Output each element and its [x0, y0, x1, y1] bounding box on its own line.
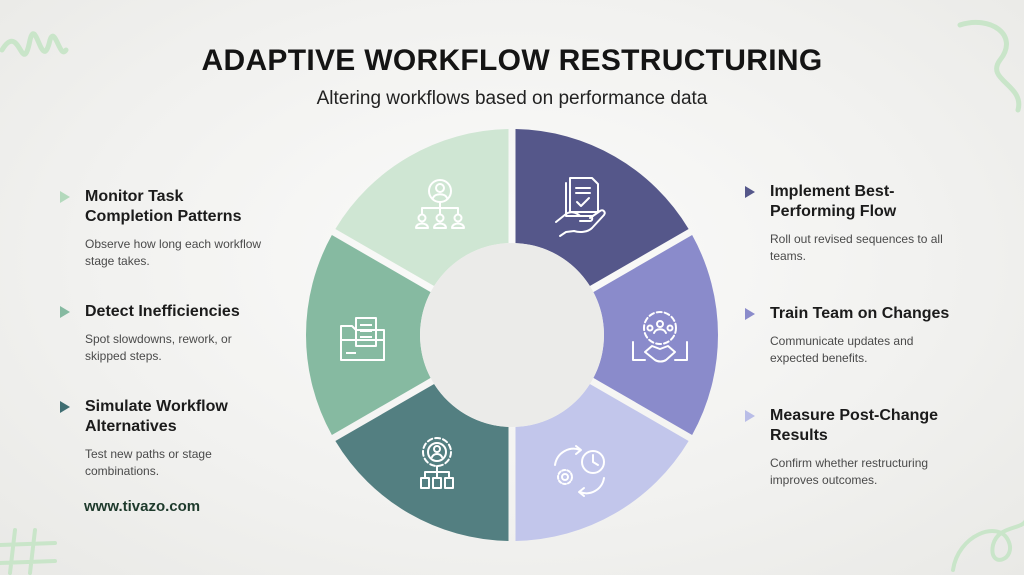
team-handshake-icon	[632, 311, 688, 363]
step-description: Roll out revised sequences to all teams.	[770, 232, 943, 263]
step-implement-best-flow: Implement Best-Performing Flow Roll out …	[745, 182, 960, 265]
step-description: Observe how long each workflow stage tak…	[85, 237, 262, 268]
step-arrow-icon	[60, 306, 70, 318]
step-description: Communicate updates and expected benefit…	[770, 334, 914, 365]
step-description: Confirm whether restructuring improves o…	[770, 456, 929, 487]
decor-hash-bottom-left	[0, 528, 57, 575]
wheel-segment-train	[593, 235, 719, 435]
step-arrow-icon	[60, 401, 70, 413]
org-chart-icon	[415, 179, 465, 229]
step-title: Detect Inefficiencies	[85, 303, 240, 320]
step-title: Measure Post-Change Results	[770, 407, 939, 444]
step-description: Spot slowdowns, rework, or skipped steps…	[85, 332, 232, 363]
step-arrow-icon	[745, 308, 755, 320]
step-title: Implement Best-Performing Flow	[770, 183, 897, 220]
step-arrow-icon	[745, 186, 755, 198]
step-measure-results: Measure Post-Change Results Confirm whet…	[745, 406, 960, 489]
wheel-segment-simulate	[335, 383, 509, 541]
step-arrow-icon	[745, 410, 755, 422]
decor-squiggle-top-right	[957, 19, 1022, 113]
decor-squiggle-top-left	[0, 31, 69, 57]
wheel-segment-detect	[306, 235, 431, 435]
step-title: Monitor Task Completion Patterns	[85, 188, 242, 225]
step-detect-inefficiencies: Detect Inefficiencies Spot slowdowns, re…	[60, 302, 275, 365]
cycle-clock-icon	[554, 445, 605, 497]
step-simulate-alternatives: Simulate Workflow Alternatives Test new …	[60, 397, 275, 480]
step-title: Simulate Workflow Alternatives	[85, 398, 228, 435]
wheel-center-hole	[420, 243, 604, 427]
step-title: Train Team on Changes	[770, 305, 950, 322]
page-subtitle: Altering workflows based on performance …	[316, 88, 708, 109]
website-link[interactable]: www.tivazo.com	[84, 498, 201, 515]
step-arrow-icon	[60, 191, 70, 203]
step-monitor-task-completion: Monitor Task Completion Patterns Observe…	[60, 187, 275, 270]
folder-documents-icon	[340, 317, 385, 361]
wheel-segment-implement	[515, 129, 689, 287]
decor-swirl-bottom-right	[951, 519, 1024, 572]
wheel-segment-measure	[515, 383, 689, 541]
gear-person-icon	[420, 437, 454, 489]
step-description: Test new paths or stage combinations.	[85, 447, 212, 478]
document-hand-icon	[555, 177, 606, 237]
step-train-team: Train Team on Changes Communicate update…	[745, 304, 960, 367]
page-title: ADAPTIVE WORKFLOW RESTRUCTURING	[201, 44, 823, 77]
